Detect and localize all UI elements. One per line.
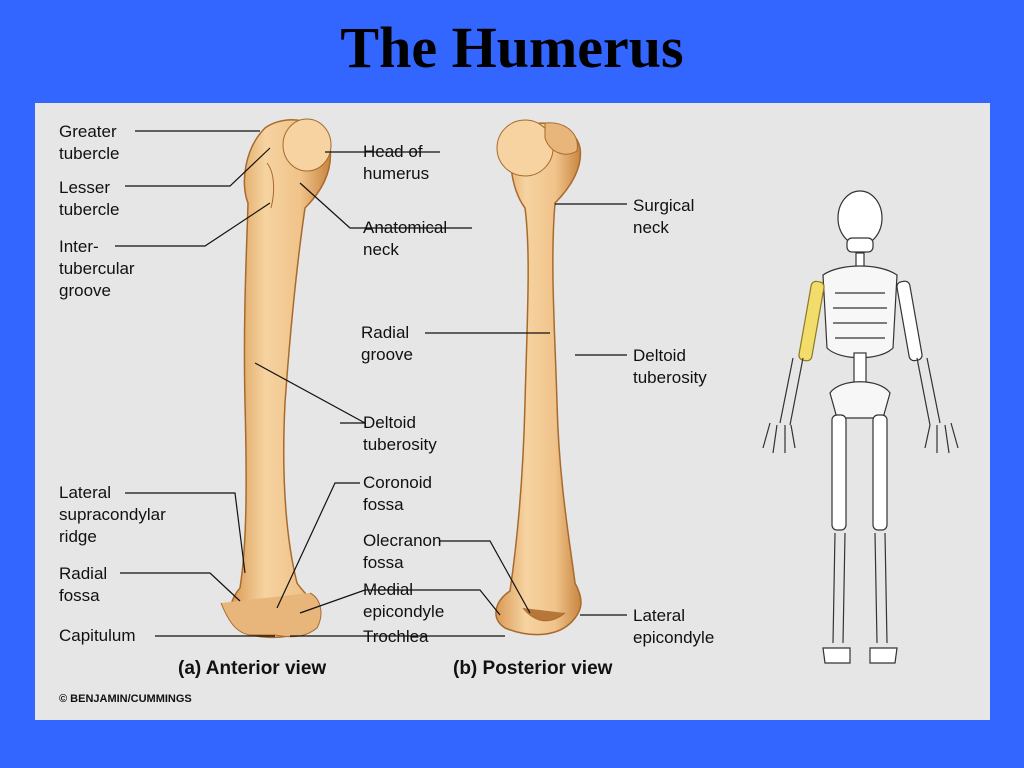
posterior-humerus — [495, 119, 582, 636]
label-lateral-epicondyle: Lateral epicondyle — [633, 606, 715, 647]
skeleton-inset — [762, 190, 959, 664]
label-intertubercular-groove: Inter- tubercular groove — [59, 237, 135, 300]
caption-anterior-view: (a) Anterior view — [178, 658, 327, 679]
label-capitulum: Capitulum — [59, 626, 136, 645]
label-deltoid-tuberosity-mid: Deltoid tuberosity — [363, 413, 437, 454]
label-deltoid-tuberosity-right: Deltoid tuberosity — [633, 346, 707, 387]
label-surgical-neck: Surgical neck — [633, 196, 695, 237]
label-anatomical-neck: Anatomical neck — [363, 218, 448, 259]
label-lateral-supracondylar-ridge: Lateral supracondylar ridge — [59, 483, 166, 546]
label-lesser-tubercle: Lesser tubercle — [59, 178, 120, 219]
label-olecranon-fossa: Olecranon fossa — [363, 531, 442, 572]
highlighted-humerus — [798, 280, 825, 362]
label-head-of-humerus: Head of humerus — [363, 142, 430, 183]
label-radial-groove: Radial groove — [361, 323, 413, 364]
label-coronoid-fossa: Coronoid fossa — [363, 473, 432, 514]
leader-lines — [115, 130, 627, 637]
caption-posterior-view: (b) Posterior view — [453, 658, 613, 679]
label-greater-tubercle: Greater tubercle — [59, 122, 120, 163]
page-title: The Humerus — [340, 15, 684, 80]
diagram-panel: Greater tubercle Lesser tubercle Inter- … — [35, 103, 990, 720]
humerus-illustration — [115, 118, 959, 664]
label-radial-fossa: Radial fossa — [59, 564, 108, 605]
label-trochlea: Trochlea — [363, 627, 429, 646]
copyright-notice: © BENJAMIN/CUMMINGS — [59, 693, 192, 705]
label-medial-epicondyle: Medial epicondyle — [363, 580, 445, 621]
anterior-humerus — [220, 118, 332, 639]
